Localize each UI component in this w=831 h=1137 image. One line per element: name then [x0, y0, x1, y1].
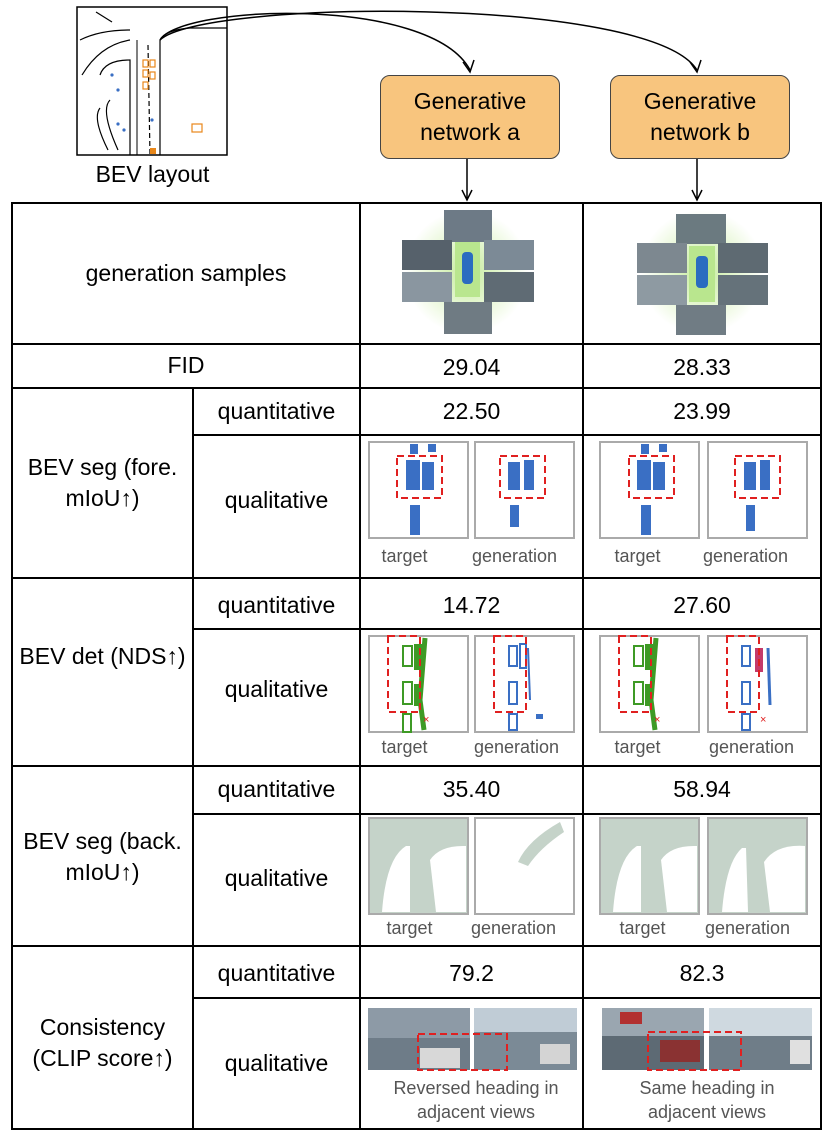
row-label-consistency: Consistency (CLIP score↑): [13, 1012, 192, 1074]
fore-seg-panels: [368, 441, 808, 539]
back-seg-panels: [368, 817, 808, 915]
consistency-panels: [368, 1008, 812, 1071]
row-label-fid: FID: [167, 352, 205, 378]
fore-seg-value-b: 23.99: [673, 398, 731, 424]
consistency-text: Consistency (CLIP score↑): [32, 1014, 173, 1071]
sub-label-quantitative-1: quantitative: [217, 398, 336, 424]
fid-value-a: 29.04: [442, 354, 501, 380]
clip-value-a: 79.2: [449, 960, 494, 986]
bev-det-text: BEV det (NDS↑): [19, 643, 186, 669]
fore-seg-value-a: 22.50: [442, 398, 501, 424]
det-generation-caption-b: generation: [708, 737, 795, 757]
back-generation-caption-b: generation: [704, 918, 791, 938]
fid-value-b: 28.33: [673, 354, 731, 380]
back-seg-value-a: 35.40: [442, 776, 501, 802]
svg-text:×: ×: [423, 714, 429, 726]
sub-label-quantitative-2: quantitative: [217, 592, 336, 618]
fore-generation-caption-a: generation: [471, 546, 558, 566]
sub-label-qualitative-2: qualitative: [224, 676, 329, 702]
back-generation-caption-a: generation: [470, 918, 557, 938]
svg-text:×: ×: [760, 714, 766, 726]
clip-value-b: 82.3: [679, 960, 725, 986]
bev-seg-fore-text: BEV seg (fore. mIoU↑): [27, 454, 178, 511]
det-value-a: 14.72: [442, 592, 501, 618]
sub-label-qualitative-3: qualitative: [224, 865, 329, 891]
fore-generation-caption-b: generation: [702, 546, 789, 566]
same-heading-caption: Same heading in adjacent views: [639, 1078, 775, 1122]
back-target-caption-b: target: [619, 918, 666, 938]
network-a-label: Generative network a: [413, 88, 527, 145]
det-panels: × × ×: [368, 635, 808, 733]
network-b-label: Generative network b: [643, 88, 757, 145]
bev-seg-back-text: BEV seg (back. mIoU↑): [23, 828, 182, 885]
det-target-caption-a: target: [381, 737, 428, 757]
fore-target-caption-a: target: [381, 546, 428, 566]
det-target-caption-b: target: [614, 737, 661, 757]
row-label-generation-samples: generation samples: [85, 260, 287, 286]
row-label-bev-det: BEV det (NDS↑): [13, 641, 192, 672]
reversed-heading-caption: Reversed heading in adjacent views: [393, 1078, 559, 1122]
sub-label-quantitative-3: quantitative: [217, 776, 336, 802]
back-target-caption-a: target: [386, 918, 433, 938]
generative-network-a-box: Generative network a: [380, 75, 560, 159]
sub-label-qualitative-4: qualitative: [224, 1050, 329, 1076]
det-generation-caption-a: generation: [473, 737, 560, 757]
generative-network-b-box: Generative network b: [610, 75, 790, 159]
fore-target-caption-b: target: [614, 546, 661, 566]
row-label-bev-seg-back: BEV seg (back. mIoU↑): [13, 826, 192, 888]
sub-label-qualitative-1: qualitative: [224, 487, 329, 513]
row-label-bev-seg-fore: BEV seg (fore. mIoU↑): [13, 452, 192, 514]
back-seg-value-b: 58.94: [673, 776, 731, 802]
sub-label-quantitative-4: quantitative: [217, 960, 336, 986]
samples-a: [402, 210, 534, 334]
det-value-b: 27.60: [673, 592, 731, 618]
svg-text:×: ×: [654, 714, 660, 726]
bev-layout-label: BEV layout: [95, 161, 210, 187]
samples-b: [637, 210, 768, 335]
